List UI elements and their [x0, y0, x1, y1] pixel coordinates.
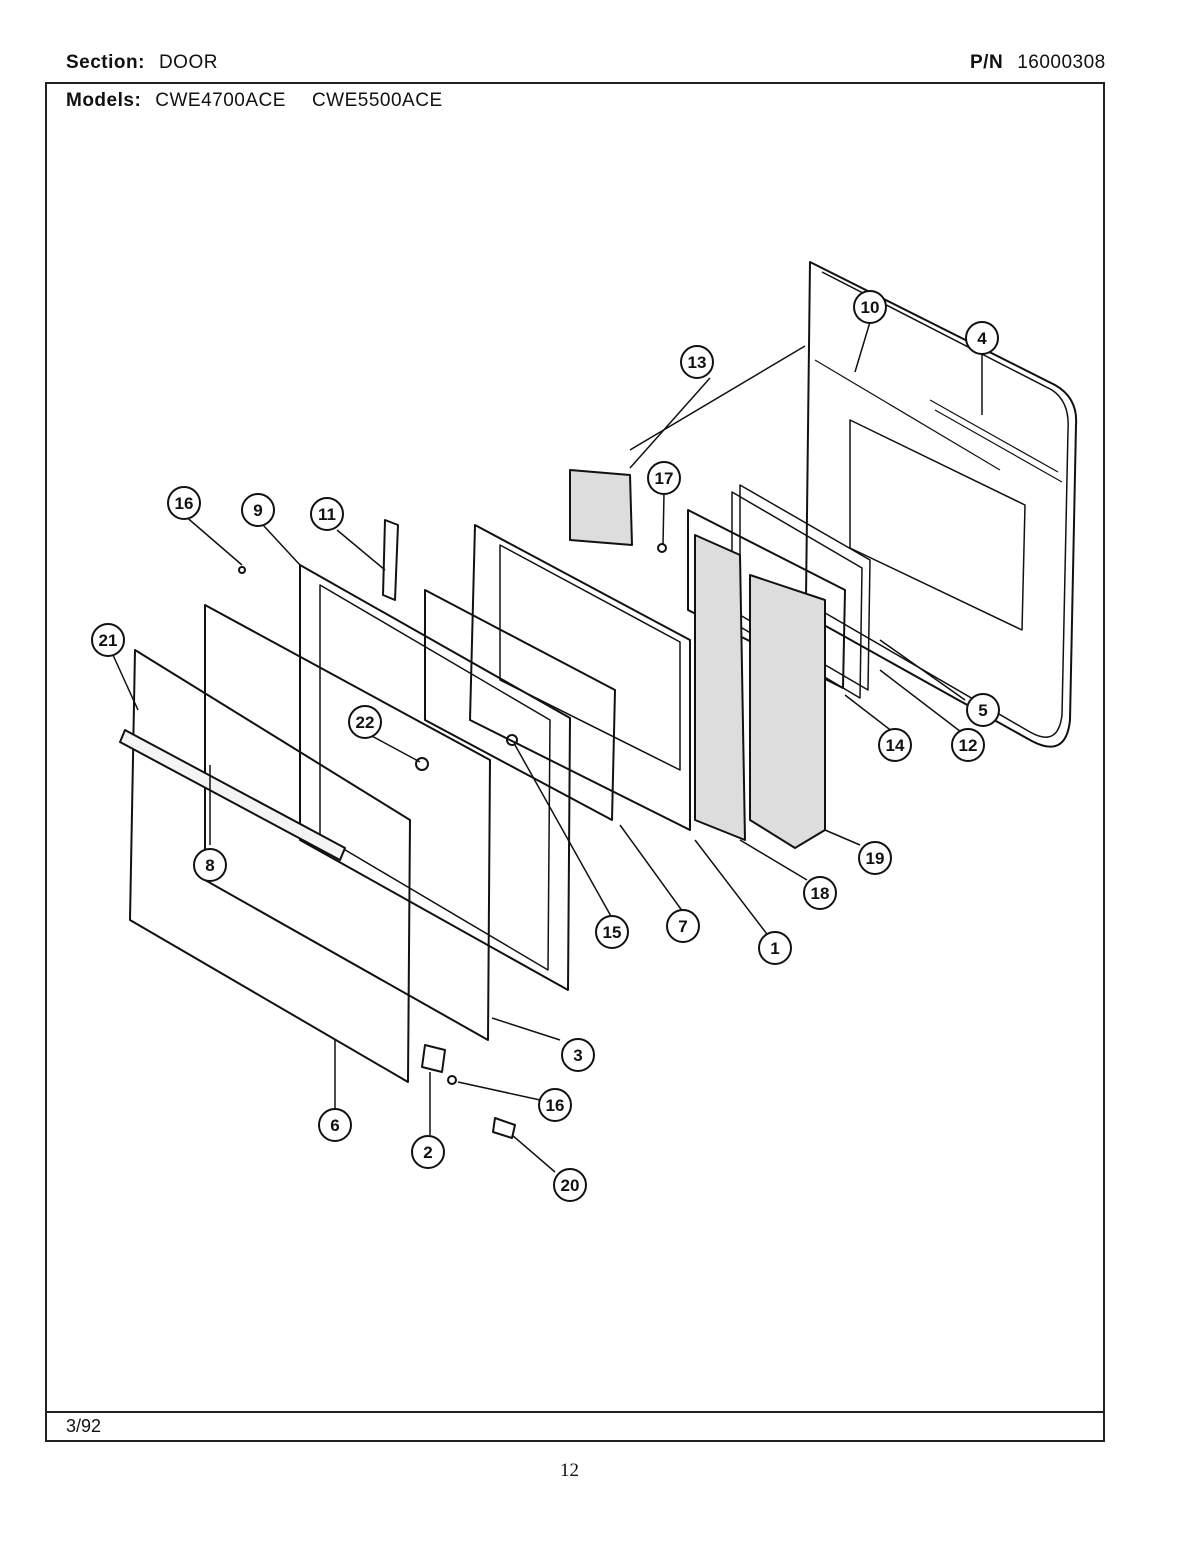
svg-text:9: 9	[253, 501, 262, 520]
callout-16-bottom: 16	[538, 1088, 572, 1122]
part-20-bumper	[492, 1117, 516, 1139]
svg-text:20: 20	[561, 1176, 580, 1195]
svg-text:21: 21	[99, 631, 118, 650]
section-label: Section:	[66, 52, 145, 73]
svg-text:19: 19	[866, 849, 885, 868]
part-2-hinge	[421, 1044, 446, 1073]
part-18-insulation	[694, 534, 746, 841]
callout-10: 10	[853, 290, 887, 324]
page-number: 12	[560, 1460, 579, 1481]
diagram-frame	[45, 82, 1105, 1442]
callout-19: 19	[858, 841, 892, 875]
part-11-bracket	[382, 519, 399, 601]
callout-11: 11	[310, 497, 344, 531]
svg-text:6: 6	[330, 1116, 339, 1135]
callout-13: 13	[680, 345, 714, 379]
callout-6: 6	[318, 1108, 352, 1142]
part-8-handle	[119, 729, 346, 861]
callout-9: 9	[241, 493, 275, 527]
callout-18: 18	[803, 876, 837, 910]
svg-text:3: 3	[573, 1046, 582, 1065]
part-17-screw	[657, 543, 667, 553]
svg-text:22: 22	[356, 713, 375, 732]
svg-text:18: 18	[811, 884, 830, 903]
part-16-screw-bottom	[447, 1075, 457, 1085]
svg-text:11: 11	[318, 505, 336, 524]
callout-3: 3	[561, 1038, 595, 1072]
svg-text:10: 10	[861, 298, 880, 317]
callout-16-top: 16	[167, 486, 201, 520]
svg-text:7: 7	[678, 917, 687, 936]
svg-text:15: 15	[603, 923, 622, 942]
callout-5: 5	[966, 693, 1000, 727]
part-1-inner-panel	[469, 524, 691, 831]
section-value: DOOR	[158, 52, 218, 73]
callouts: 1 2 3 4 5 6 7 8 9 10 11 12 13 14 15 16 1…	[91, 290, 1000, 1202]
part-16-screw-top	[238, 566, 246, 574]
callout-7: 7	[666, 909, 700, 943]
part-19-insulation	[749, 574, 826, 849]
callout-17: 17	[647, 461, 681, 495]
callout-20: 20	[553, 1168, 587, 1202]
part-10-inner-frame	[814, 359, 1001, 471]
part-number: P/N 16000308	[970, 52, 1106, 74]
svg-text:1: 1	[770, 939, 779, 958]
models-label: Models:	[66, 90, 142, 111]
model-1: CWE4700ACE	[155, 90, 286, 111]
section-heading: Section: DOOR	[66, 52, 218, 74]
part-15-screw	[506, 734, 518, 746]
svg-text:2: 2	[423, 1143, 432, 1162]
part-number-label: P/N	[970, 52, 1004, 73]
svg-text:17: 17	[655, 469, 674, 488]
callout-15: 15	[595, 915, 629, 949]
callout-12: 12	[951, 728, 985, 762]
callout-21: 21	[91, 623, 125, 657]
part-4-gasket	[819, 271, 1069, 738]
svg-text:13: 13	[688, 353, 707, 372]
callout-4: 4	[965, 321, 999, 355]
part-14-inner-glass	[687, 509, 846, 689]
part-13-deflector	[569, 469, 633, 546]
footer-rule	[45, 1411, 1105, 1413]
part-6-front-panel	[129, 649, 411, 1083]
svg-text:16: 16	[175, 494, 194, 513]
callout-1: 1	[758, 931, 792, 965]
svg-text:12: 12	[959, 736, 978, 755]
part-4-back-panel	[804, 261, 1078, 748]
svg-text:16: 16	[546, 1096, 565, 1115]
part-4-window-opening	[849, 419, 1026, 631]
svg-text:5: 5	[978, 701, 987, 720]
svg-text:4: 4	[977, 329, 987, 348]
revision-date: 3/92	[66, 1416, 102, 1436]
model-2: CWE5500ACE	[311, 90, 443, 111]
models-heading: Models: CWE4700ACE CWE5500ACE	[66, 90, 469, 112]
svg-text:8: 8	[205, 856, 214, 875]
part-3-outer-panel	[204, 604, 491, 1041]
callout-8: 8	[193, 848, 227, 882]
part-9-frame	[299, 564, 571, 991]
part-number-value: 16000308	[1017, 52, 1106, 73]
svg-text:14: 14	[886, 736, 905, 755]
part-22-nut	[415, 757, 429, 771]
callout-2: 2	[411, 1135, 445, 1169]
callout-22: 22	[348, 705, 382, 739]
callout-14: 14	[878, 728, 912, 762]
part-7-glass	[424, 589, 616, 821]
